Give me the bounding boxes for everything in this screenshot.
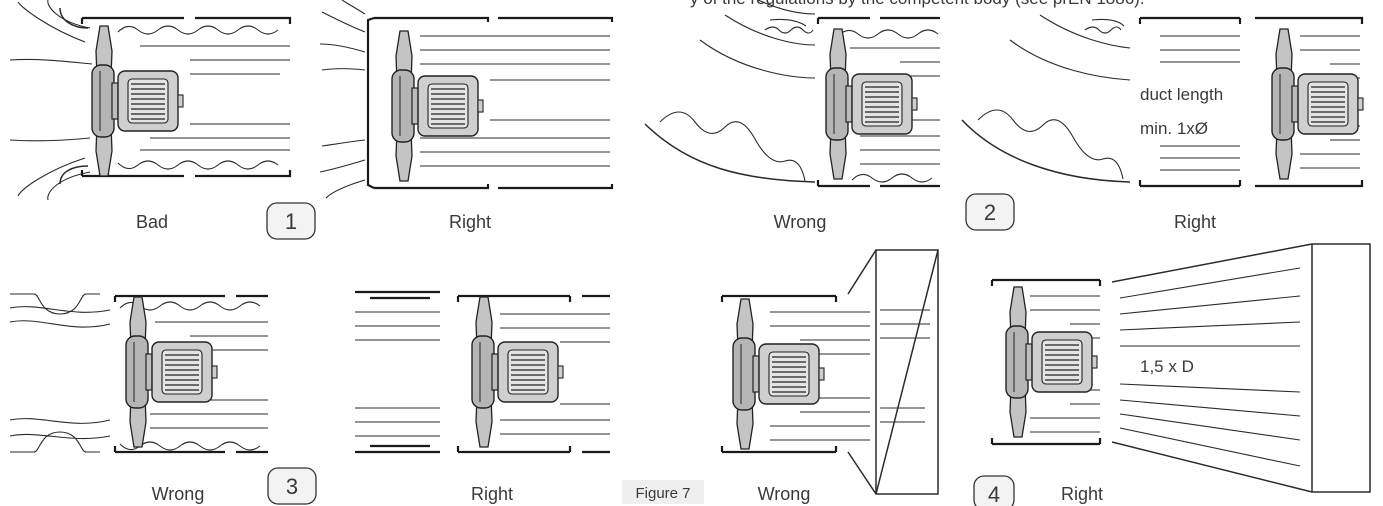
panel-4-right: 1,5 x D Right bbox=[990, 243, 1371, 504]
group-number: 4 bbox=[988, 482, 1000, 506]
panel-3-right: Right bbox=[355, 290, 610, 504]
group-badge-3 bbox=[267, 467, 317, 505]
axial-fan-motor-icon bbox=[825, 28, 918, 180]
axial-fan-motor-icon bbox=[391, 30, 484, 182]
axial-fan-motor-icon bbox=[125, 296, 218, 448]
figure-label-box bbox=[622, 480, 704, 504]
panel-2-wrong: Wrong bbox=[644, 0, 940, 232]
group-badge-2 bbox=[965, 193, 1015, 231]
group-badge-4 bbox=[973, 475, 1015, 506]
group-badge-1 bbox=[266, 202, 316, 240]
diffuser-length-note: 1,5 x D bbox=[1140, 357, 1194, 376]
figure-label: Figure 7 bbox=[635, 485, 690, 502]
group-number: 1 bbox=[285, 209, 297, 234]
group-number: 2 bbox=[984, 200, 996, 225]
panel-3-wrong: Wrong bbox=[9, 293, 268, 504]
panel-caption: Wrong bbox=[152, 484, 205, 504]
panel-caption: Wrong bbox=[774, 212, 827, 232]
panel-2-right: duct length min. 1xØ Right bbox=[961, 14, 1364, 232]
duct-length-min-note: min. 1xØ bbox=[1140, 119, 1208, 138]
duct-length-note: duct length bbox=[1140, 85, 1223, 104]
panel-1-bad: Bad bbox=[9, 0, 292, 232]
panel-caption: Right bbox=[1174, 212, 1216, 232]
axial-fan-motor-icon bbox=[471, 296, 564, 448]
panel-caption: Right bbox=[449, 212, 491, 232]
header-text: y of the regulations by the competent bo… bbox=[690, 0, 1145, 8]
group-number: 3 bbox=[286, 474, 298, 499]
panel-caption: Right bbox=[1061, 484, 1103, 504]
axial-fan-motor-icon bbox=[1271, 28, 1364, 180]
axial-fan-motor-icon bbox=[91, 25, 184, 177]
panel-1-right: Right bbox=[319, 0, 614, 232]
panel-caption: Wrong bbox=[758, 484, 811, 504]
panel-caption: Right bbox=[471, 484, 513, 504]
panel-caption: Bad bbox=[136, 212, 168, 232]
panel-4-wrong: Wrong bbox=[720, 249, 939, 504]
